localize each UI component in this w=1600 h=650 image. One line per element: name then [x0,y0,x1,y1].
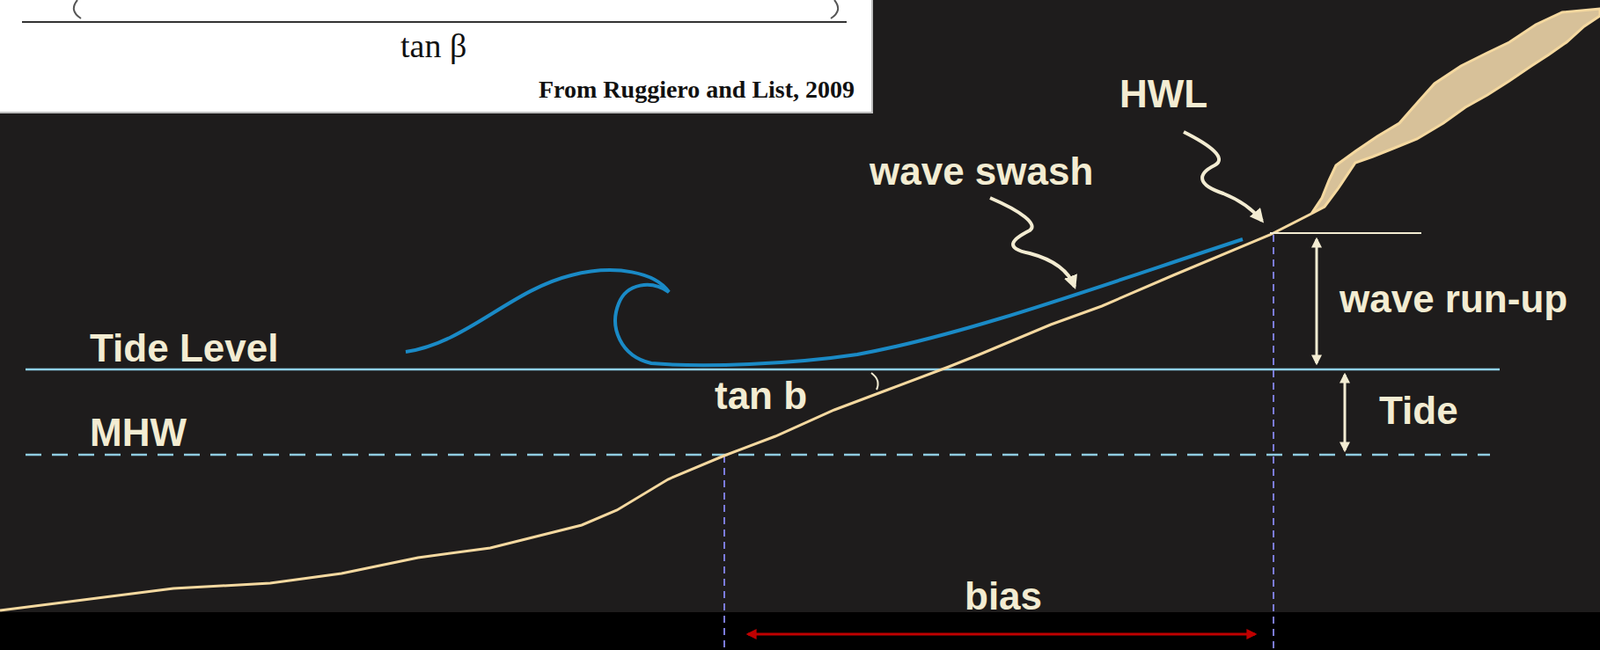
inset-panel [0,0,873,113]
source-citation: From Ruggiero and List, 2009 [538,77,855,103]
runup-arrow [1315,239,1319,364]
leader-line [990,198,1075,287]
leader-line [1183,132,1263,221]
bias-label: bias [964,577,1043,617]
beach-profile [0,213,1312,611]
angle-arc [871,373,879,390]
bias-arrow [748,633,1256,637]
cliff [1311,8,1600,214]
fraction-bar [22,21,847,23]
mhw-label: MHW [89,413,187,453]
bottom-band [0,612,1600,650]
mhw-line [25,454,1490,457]
wave [405,239,1243,366]
tide-label: Tide [1379,391,1459,431]
hwl-line [1269,232,1422,235]
tide-level-label: Tide Level [89,329,279,368]
bracket [73,0,81,19]
guide-line [1272,234,1275,650]
swash-label: wave swash [869,152,1094,191]
guide-line [723,455,726,650]
slope-label: tan b [714,376,808,416]
formula-text: tan β [400,29,467,63]
tide-arrow [1343,374,1347,451]
hwl-label: HWL [1119,74,1208,114]
runup-label: wave run-up [1339,279,1568,319]
bracket [830,0,838,19]
inset-panel: tan β From Ruggiero and List, 2009 [0,0,873,113]
tide-level-line [25,368,1500,372]
panel-edge [0,0,873,113]
